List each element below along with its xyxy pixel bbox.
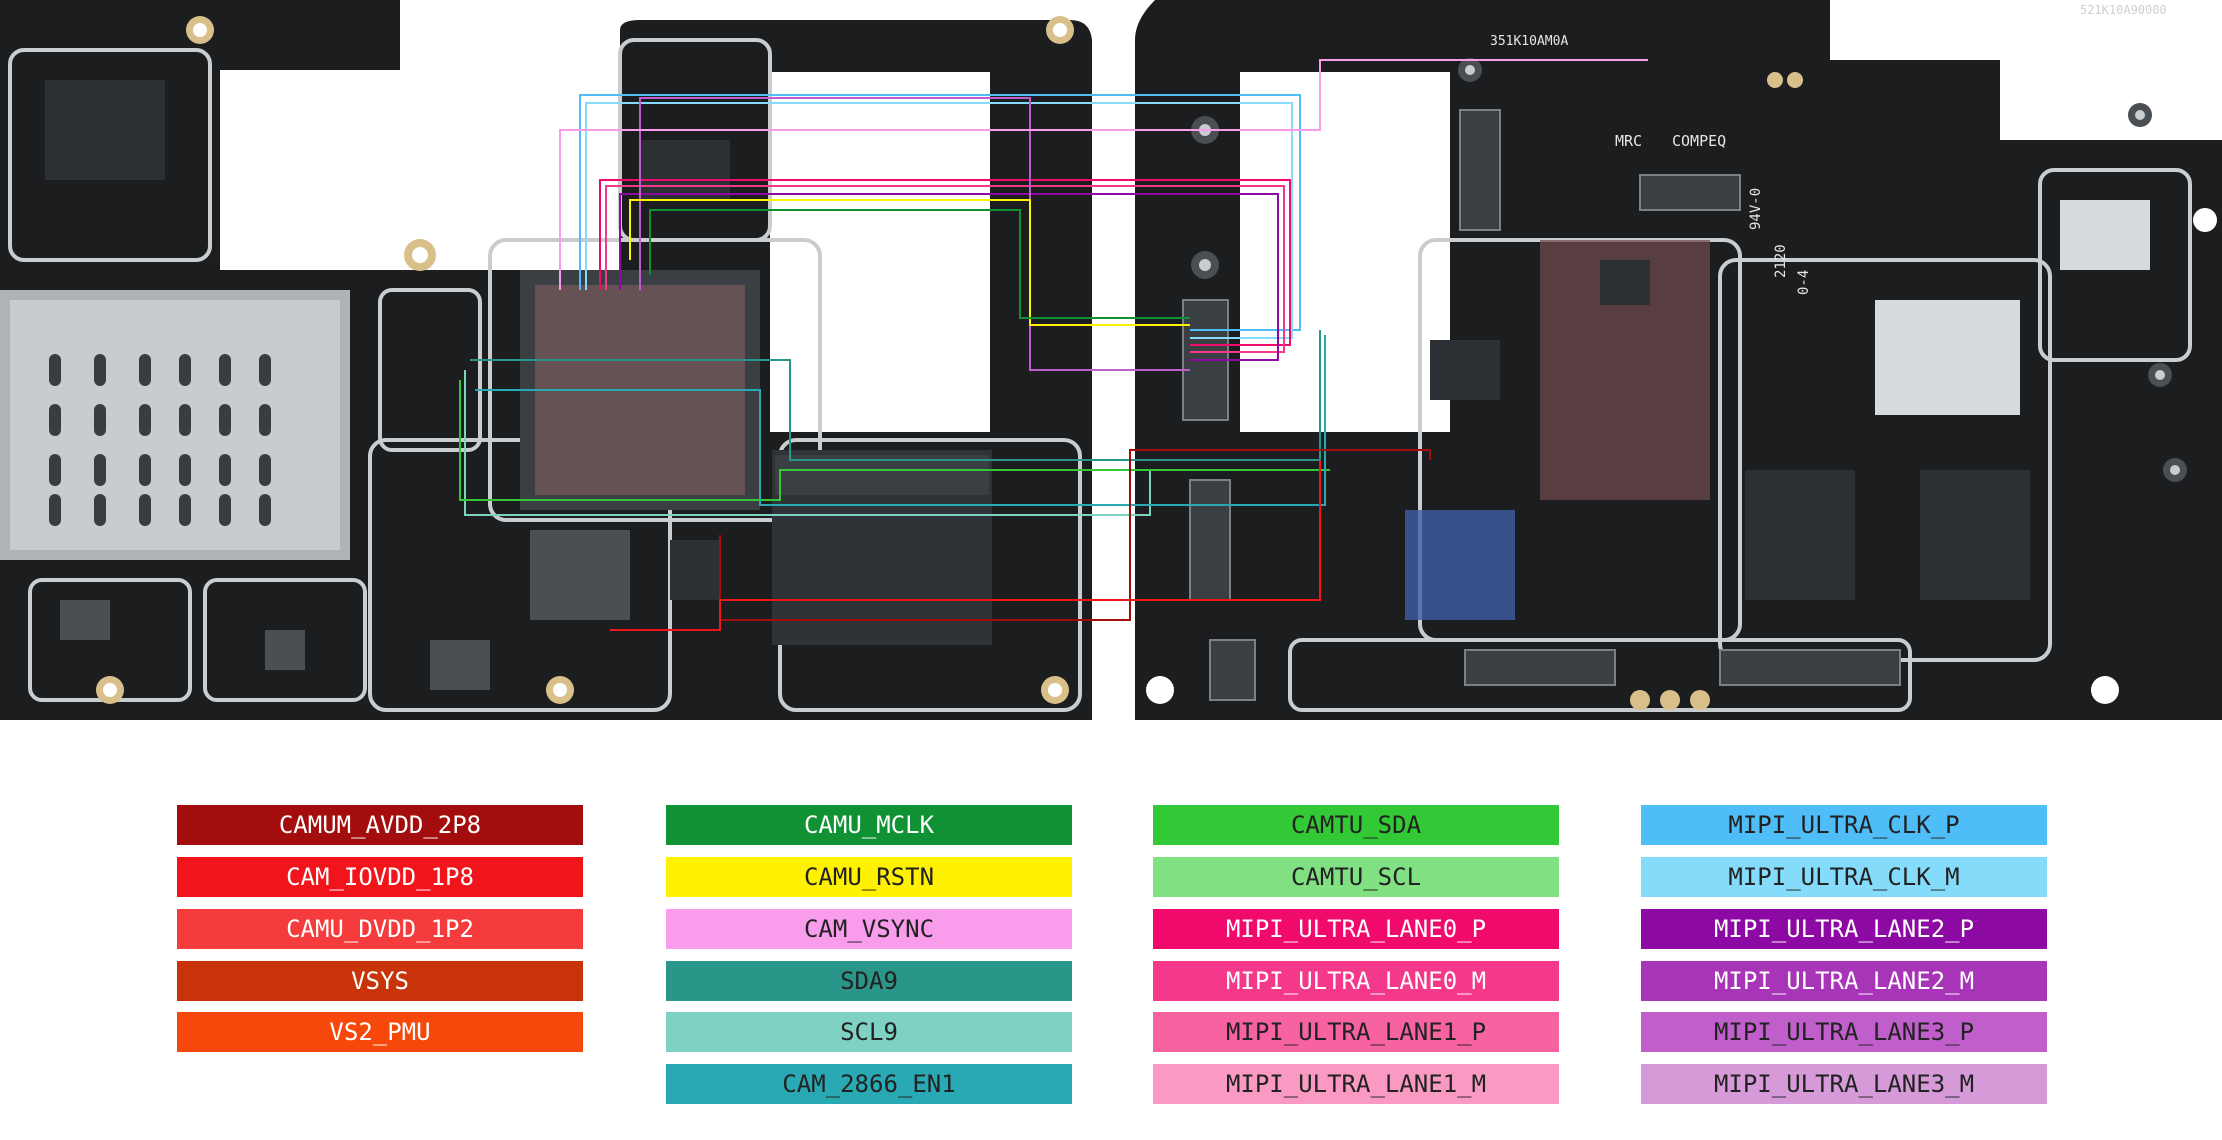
trace-scl9 — [464, 370, 1151, 516]
right-label-serial: 521K10A90000 — [2080, 3, 2167, 17]
right-connector-bottom-2 — [1719, 649, 1901, 686]
right-ic-3 — [1600, 260, 1650, 305]
sim-pin — [259, 494, 271, 526]
right-label-2120: 2120 — [1773, 244, 1789, 278]
legend-item: MIPI_ULTRA_LANE1_P — [1153, 1012, 1559, 1052]
sim-pin — [139, 354, 151, 386]
sim-pin — [219, 404, 231, 436]
sim-pin — [179, 494, 191, 526]
sim-pin — [94, 404, 106, 436]
sim-pin — [179, 404, 191, 436]
sim-pin — [219, 494, 231, 526]
sim-pin — [259, 454, 271, 486]
trace-clk-m — [585, 102, 1293, 339]
left-mounting-holes — [96, 16, 1074, 704]
memory-chip-top — [775, 455, 989, 495]
legend-item: MIPI_ULTRA_LANE3_M — [1641, 1064, 2047, 1104]
left-ic-5 — [60, 600, 110, 640]
left-ic-6 — [265, 630, 305, 670]
legend-item: MIPI_ULTRA_LANE1_M — [1153, 1064, 1559, 1104]
trace-iovdd — [610, 460, 1321, 631]
legend-item: CAM_VSYNC — [666, 909, 1072, 949]
left-board-cutout — [770, 72, 990, 432]
right-connector-bottom-1 — [1464, 649, 1616, 686]
left-ic-4 — [530, 530, 630, 620]
right-board-cutout — [1240, 72, 1450, 432]
sim-pin — [179, 354, 191, 386]
legend-item: CAM_IOVDD_1P8 — [177, 857, 583, 897]
trace-en1 — [475, 335, 1326, 506]
sim-pin — [179, 454, 191, 486]
right-label-04: 0-4 — [1796, 270, 1812, 295]
left-ic-1 — [45, 80, 165, 180]
right-label-part-number: 351K10AM0A — [1490, 34, 1568, 49]
sim-pin — [219, 454, 231, 486]
sim-pin — [259, 354, 271, 386]
pcb-board-area: 351K10AM0A MRC COMPEQ 94V-0 2120 0-4 521… — [0, 0, 2222, 720]
sim-pin — [49, 454, 61, 486]
sim-pin — [259, 404, 271, 436]
right-pmic — [1405, 510, 1515, 620]
right-board: 351K10AM0A MRC COMPEQ 94V-0 2120 0-4 521… — [1135, 0, 2222, 720]
legend-item: CAMUM_AVDD_2P8 — [177, 805, 583, 845]
trace-lane2-p — [619, 193, 1279, 361]
sim-pin — [49, 404, 61, 436]
legend-item: CAMTU_SCL — [1153, 857, 1559, 897]
sim-pin — [139, 494, 151, 526]
legend-item: MIPI_ULTRA_CLK_M — [1641, 857, 2047, 897]
legend-item: SCL9 — [666, 1012, 1072, 1052]
trace-lane3-p — [639, 97, 1190, 371]
left-ic-7 — [430, 640, 490, 690]
right-connector-small — [1209, 639, 1256, 701]
legend-item: MIPI_ULTRA_LANE2_M — [1641, 961, 2047, 1001]
sim-pin — [49, 494, 61, 526]
legend-item: CAMU_DVDD_1P2 — [177, 909, 583, 949]
legend-item: MIPI_ULTRA_LANE2_P — [1641, 909, 2047, 949]
sim-pin — [94, 354, 106, 386]
legend-item: CAMU_RSTN — [666, 857, 1072, 897]
trace-lane0-p — [599, 179, 1291, 346]
sim-card-pins — [49, 354, 271, 526]
left-ic-2 — [640, 140, 730, 200]
trace-mclk — [649, 209, 1190, 319]
right-ic-5 — [2060, 200, 2150, 270]
legend-item: CAMTU_SDA — [1153, 805, 1559, 845]
trace-clk-p — [579, 94, 1301, 331]
right-mounting-holes — [1146, 72, 2217, 710]
right-connector-3 — [1459, 109, 1501, 231]
right-ic-1 — [1745, 470, 1855, 600]
legend-item: CAMU_MCLK — [666, 805, 1072, 845]
legend-item: MIPI_ULTRA_LANE3_P — [1641, 1012, 2047, 1052]
legend-item: SDA9 — [666, 961, 1072, 1001]
sim-pin — [49, 354, 61, 386]
sim-pin — [139, 454, 151, 486]
legend-item: VSYS — [177, 961, 583, 1001]
sim-pin — [94, 494, 106, 526]
sim-pin — [94, 454, 106, 486]
sim-pin — [139, 404, 151, 436]
right-ic-2 — [1920, 470, 2030, 600]
legend-item: MIPI_ULTRA_LANE0_M — [1153, 961, 1559, 1001]
trace-camtu-sda — [459, 380, 1330, 501]
signal-trace-overlay — [459, 59, 1648, 631]
right-label-94v0: 94V-0 — [1748, 188, 1764, 230]
right-label-compeq: COMPEQ — [1672, 132, 1726, 150]
pcb-board-illustration: 351K10AM0A MRC COMPEQ 94V-0 2120 0-4 521… — [0, 0, 2222, 720]
legend-item: CAM_2866_EN1 — [666, 1064, 1072, 1104]
legend-item: MIPI_ULTRA_CLK_P — [1641, 805, 2047, 845]
right-connector-4 — [1639, 174, 1741, 211]
trace-lane0-m — [605, 185, 1285, 353]
sim-pin — [219, 354, 231, 386]
legend-item: VS2_PMU — [177, 1012, 583, 1052]
trace-vsync — [559, 59, 1648, 290]
right-label-mrc: MRC — [1615, 132, 1642, 150]
left-ic-3 — [670, 540, 720, 600]
right-connector-2 — [1189, 479, 1231, 601]
legend-item: MIPI_ULTRA_LANE0_P — [1153, 909, 1559, 949]
trace-rstn — [629, 199, 1190, 326]
right-ic-4 — [1430, 340, 1500, 400]
right-wifi-module — [1875, 300, 2020, 415]
trace-sda9 — [470, 330, 1321, 461]
